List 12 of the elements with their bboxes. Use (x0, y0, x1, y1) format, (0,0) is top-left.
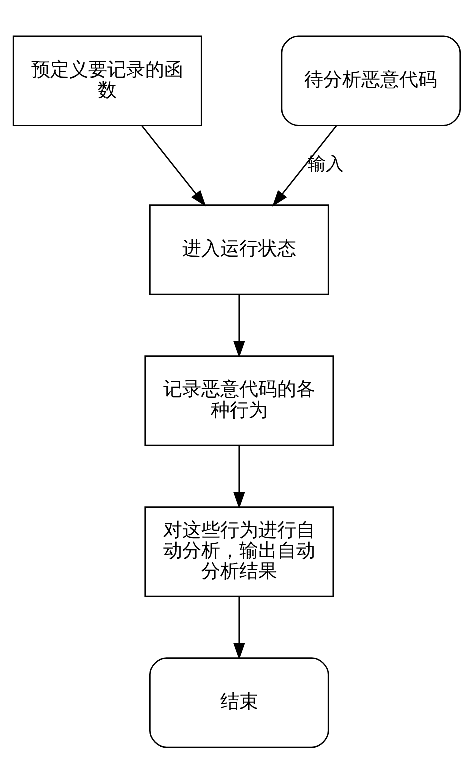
node-box: 记录恶意代码的各种行为 (144, 355, 334, 446)
arrow (272, 125, 338, 206)
node-box: 结束 (150, 657, 330, 748)
node-box: 对这些行为进行自动分析，输出自动分析结果 (144, 506, 334, 597)
edge-label: 输入 (308, 154, 344, 175)
node-box: 进入运行状态 (150, 204, 330, 295)
arrow (142, 125, 206, 206)
node-box: 待分析恶意代码 (281, 35, 462, 126)
node-box: 预定义要记录的函数 (12, 35, 202, 126)
arrow (234, 596, 246, 660)
arrow (234, 445, 246, 509)
arrow (234, 294, 246, 358)
